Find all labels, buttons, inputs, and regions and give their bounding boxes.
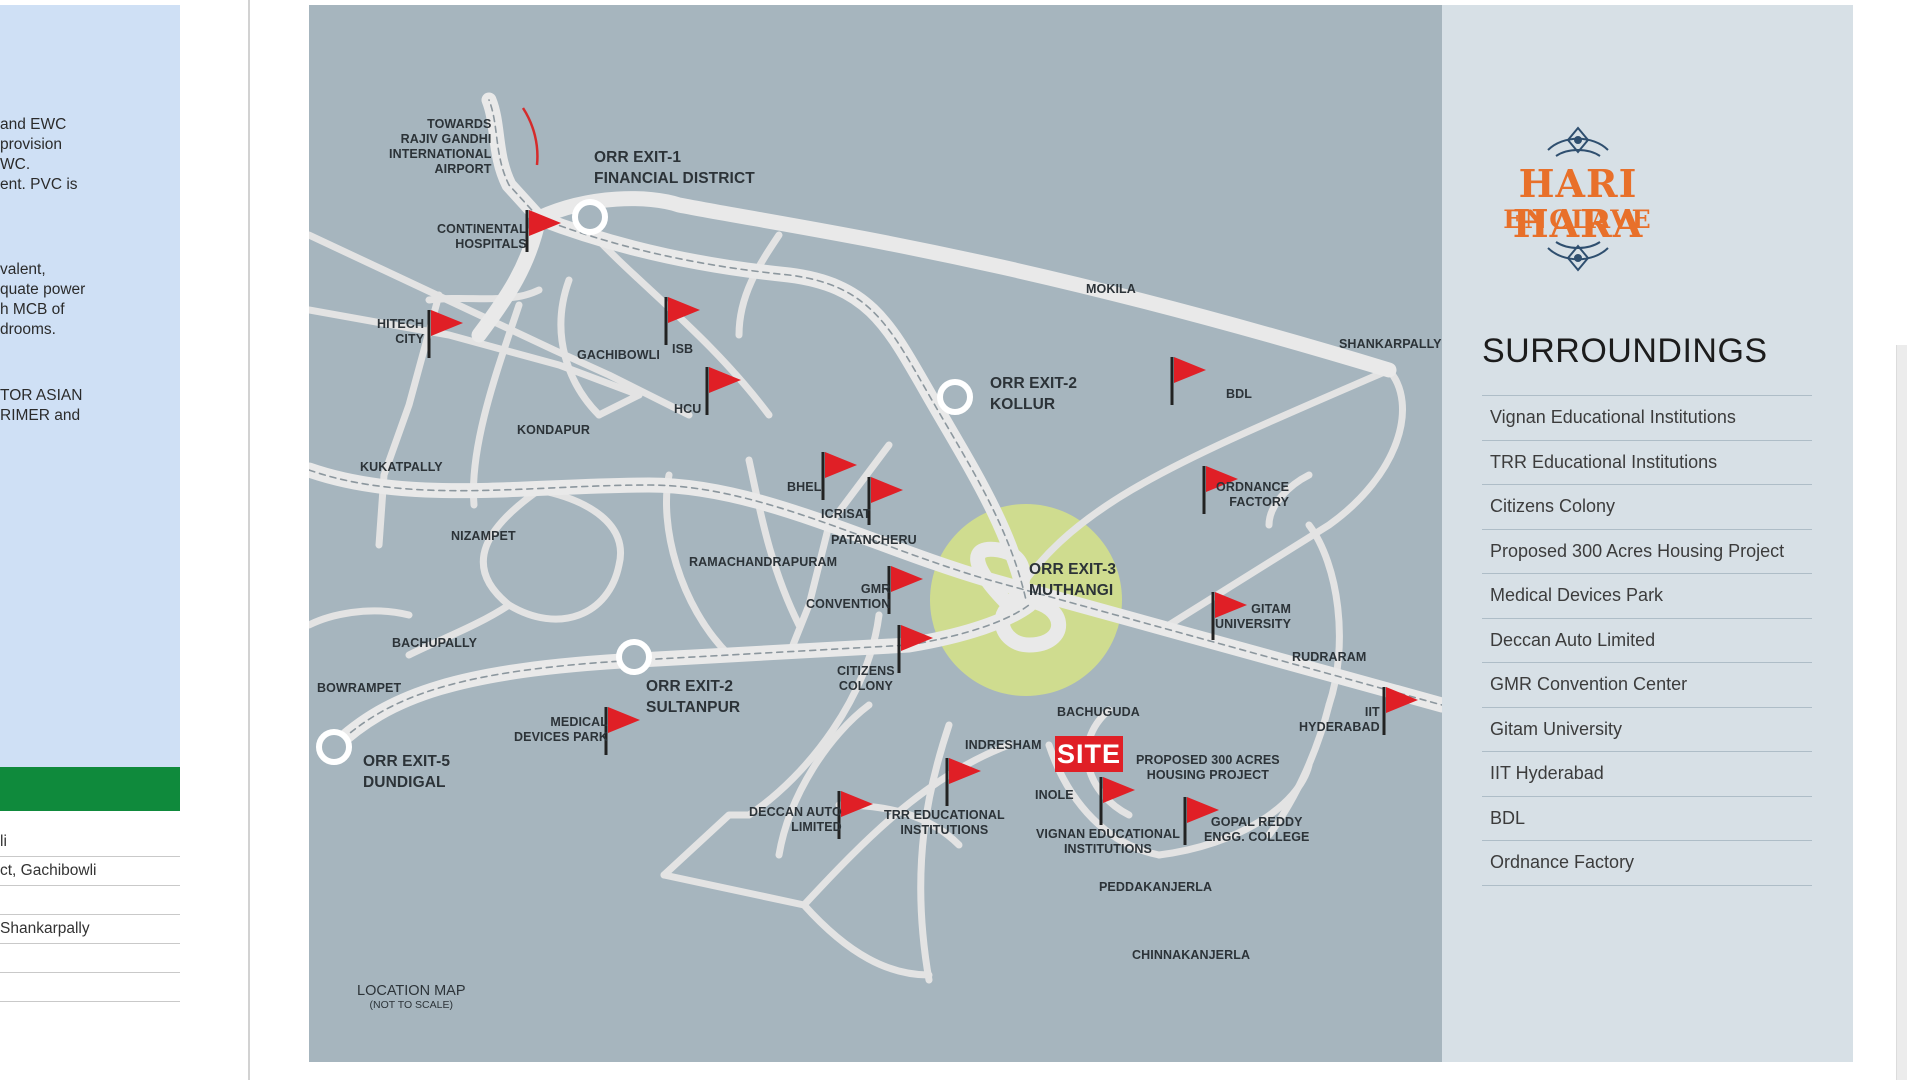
surroundings-panel: HARI HARA ENCLAVE SURROUNDINGS Vignan Ed… bbox=[1442, 5, 1853, 1062]
label-isb: ISB bbox=[672, 342, 694, 356]
label-medical-devices-park: MEDICAL DEVICES PARK bbox=[514, 715, 609, 744]
spec-text-block: and EWC provision WC. ent. PVC is valent… bbox=[0, 5, 180, 767]
table-row: li bbox=[0, 828, 180, 857]
table-row: ct, Gachibowli bbox=[0, 857, 180, 886]
label-orr-exit-2-kollur: ORR EXIT-2 KOLLUR bbox=[990, 375, 1078, 413]
list-item: Deccan Auto Limited bbox=[1482, 617, 1812, 663]
label-gitam-university: GITAM UNIVERSITY bbox=[1215, 602, 1292, 631]
surroundings-heading: SURROUNDINGS bbox=[1482, 332, 1768, 370]
table-row bbox=[0, 886, 180, 915]
label-towards-airport: TOWARDS RAJIV GANDHI INTERNATIONAL AIRPO… bbox=[389, 117, 492, 176]
label-icrisat: ICRISAT bbox=[821, 507, 871, 521]
label-bdl: BDL bbox=[1226, 387, 1252, 401]
list-item: BDL bbox=[1482, 795, 1812, 841]
label-orr-exit-1: ORR EXIT-1 FINANCIAL DISTRICT bbox=[594, 149, 755, 187]
label-deccan-auto-limited: DECCAN AUTO LIMITED bbox=[749, 805, 842, 834]
location-map[interactable]: TOWARDS RAJIV GANDHI INTERNATIONAL AIRPO… bbox=[309, 5, 1442, 1062]
label-gachibowli: GACHIBOWLI bbox=[577, 348, 660, 362]
table-row bbox=[0, 944, 180, 973]
label-gmr-convention: GMR CONVENTION bbox=[806, 582, 891, 611]
label-bachupally: BACHUPALLY bbox=[392, 636, 478, 650]
label-chinnakanjerla: CHINNAKANJERLA bbox=[1132, 948, 1251, 962]
table-row bbox=[0, 973, 180, 1002]
logo-ornament-icon bbox=[1547, 126, 1609, 272]
label-nizampet: NIZAMPET bbox=[451, 529, 516, 543]
list-item: TRR Educational Institutions bbox=[1482, 439, 1812, 485]
landmark-flags bbox=[427, 210, 1418, 845]
label-trr-educational: TRR EDUCATIONAL INSTITUTIONS bbox=[884, 808, 1005, 837]
label-kondapur: KONDAPUR bbox=[517, 423, 591, 437]
label-hitech-city: HITECH CITY bbox=[377, 317, 425, 346]
site-marker[interactable]: SITE bbox=[1055, 736, 1123, 772]
label-bowrampet: BOWRAMPET bbox=[317, 681, 402, 695]
previous-page-panel: and EWC provision WC. ent. PVC is valent… bbox=[0, 0, 180, 1080]
surroundings-list: Vignan Educational Institutions TRR Educ… bbox=[1482, 395, 1812, 886]
logo-subtitle: ENCLAVE bbox=[1503, 205, 1653, 234]
label-rudraram: RUDRARAM bbox=[1292, 650, 1367, 664]
list-item: GMR Convention Center bbox=[1482, 662, 1812, 707]
label-peddakanjerla: PEDDAKANJERLA bbox=[1099, 880, 1213, 894]
list-item: Proposed 300 Acres Housing Project bbox=[1482, 528, 1812, 574]
list-item: IIT Hyderabad bbox=[1482, 751, 1812, 796]
label-ordnance-factory: ORDNANCE FACTORY bbox=[1216, 480, 1290, 509]
map-title-text: LOCATION MAP bbox=[357, 983, 466, 999]
label-shankarpally: SHANKARPALLY bbox=[1339, 337, 1442, 351]
label-orr-exit-2-sultanpur: ORR EXIT-2 SULTANPUR bbox=[646, 678, 741, 716]
map-title: LOCATION MAP (NOT TO SCALE) bbox=[357, 983, 466, 1011]
label-inole: INOLE bbox=[1035, 788, 1074, 802]
label-orr-exit-3-muthangi: ORR EXIT-3 MUTHANGI bbox=[1029, 561, 1117, 599]
page-divider bbox=[248, 0, 250, 1080]
label-mokila: MOKILA bbox=[1086, 282, 1136, 296]
label-ramachandrapuram: RAMACHANDRAPURAM bbox=[689, 555, 838, 569]
section-header-bar bbox=[0, 767, 180, 811]
map-scale-note: (NOT TO SCALE) bbox=[369, 999, 453, 1011]
table-row: Shankarpally bbox=[0, 915, 180, 944]
label-orr-exit-5-dundigal: ORR EXIT-5 DUNDIGAL bbox=[363, 753, 451, 791]
spec-paragraph: and EWC provision WC. ent. PVC is bbox=[0, 116, 78, 193]
spec-paragraph: valent, quate power h MCB of drooms. bbox=[0, 261, 86, 338]
label-continental-hospitals: CONTINENTAL HOSPITALS bbox=[437, 222, 527, 251]
list-item: Gitam University bbox=[1482, 706, 1812, 752]
list-item: Medical Devices Park bbox=[1482, 573, 1812, 618]
orr-exit-rings bbox=[316, 199, 973, 765]
list-item: Ordnance Factory bbox=[1482, 840, 1812, 886]
label-iit-hyderabad: IIT HYDERABAD bbox=[1299, 705, 1380, 734]
road-network bbox=[309, 92, 1442, 984]
vertical-scrollbar[interactable] bbox=[1896, 345, 1907, 1080]
label-gopal-reddy-college: GOPAL REDDY ENGG. COLLEGE bbox=[1204, 815, 1310, 844]
label-citizens-colony: CITIZENS COLONY bbox=[837, 664, 895, 693]
label-bachuguda: BACHUGUDA bbox=[1057, 705, 1140, 719]
list-item: Vignan Educational Institutions bbox=[1482, 395, 1812, 440]
brand-logo: HARI HARA ENCLAVE bbox=[1478, 120, 1678, 280]
label-vignan-educational: VIGNAN EDUCATIONAL INSTITUTIONS bbox=[1036, 827, 1180, 856]
list-item: Citizens Colony bbox=[1482, 484, 1812, 529]
airport-route-marker bbox=[521, 107, 539, 166]
label-kukatpally: KUKATPALLY bbox=[360, 460, 443, 474]
logo-title: HARI HARA bbox=[1512, 161, 1644, 246]
label-proposed-housing-project: PROPOSED 300 ACRES HOUSING PROJECT bbox=[1136, 753, 1280, 782]
label-patancheru: PATANCHERU bbox=[831, 533, 917, 547]
label-indresham: INDRESHAM bbox=[965, 738, 1042, 752]
orr-highways bbox=[309, 92, 1442, 755]
label-hcu: HCU bbox=[674, 402, 702, 416]
spec-paragraph: TOR ASIAN RIMER and bbox=[0, 387, 83, 424]
label-bhel: BHEL bbox=[787, 480, 822, 494]
